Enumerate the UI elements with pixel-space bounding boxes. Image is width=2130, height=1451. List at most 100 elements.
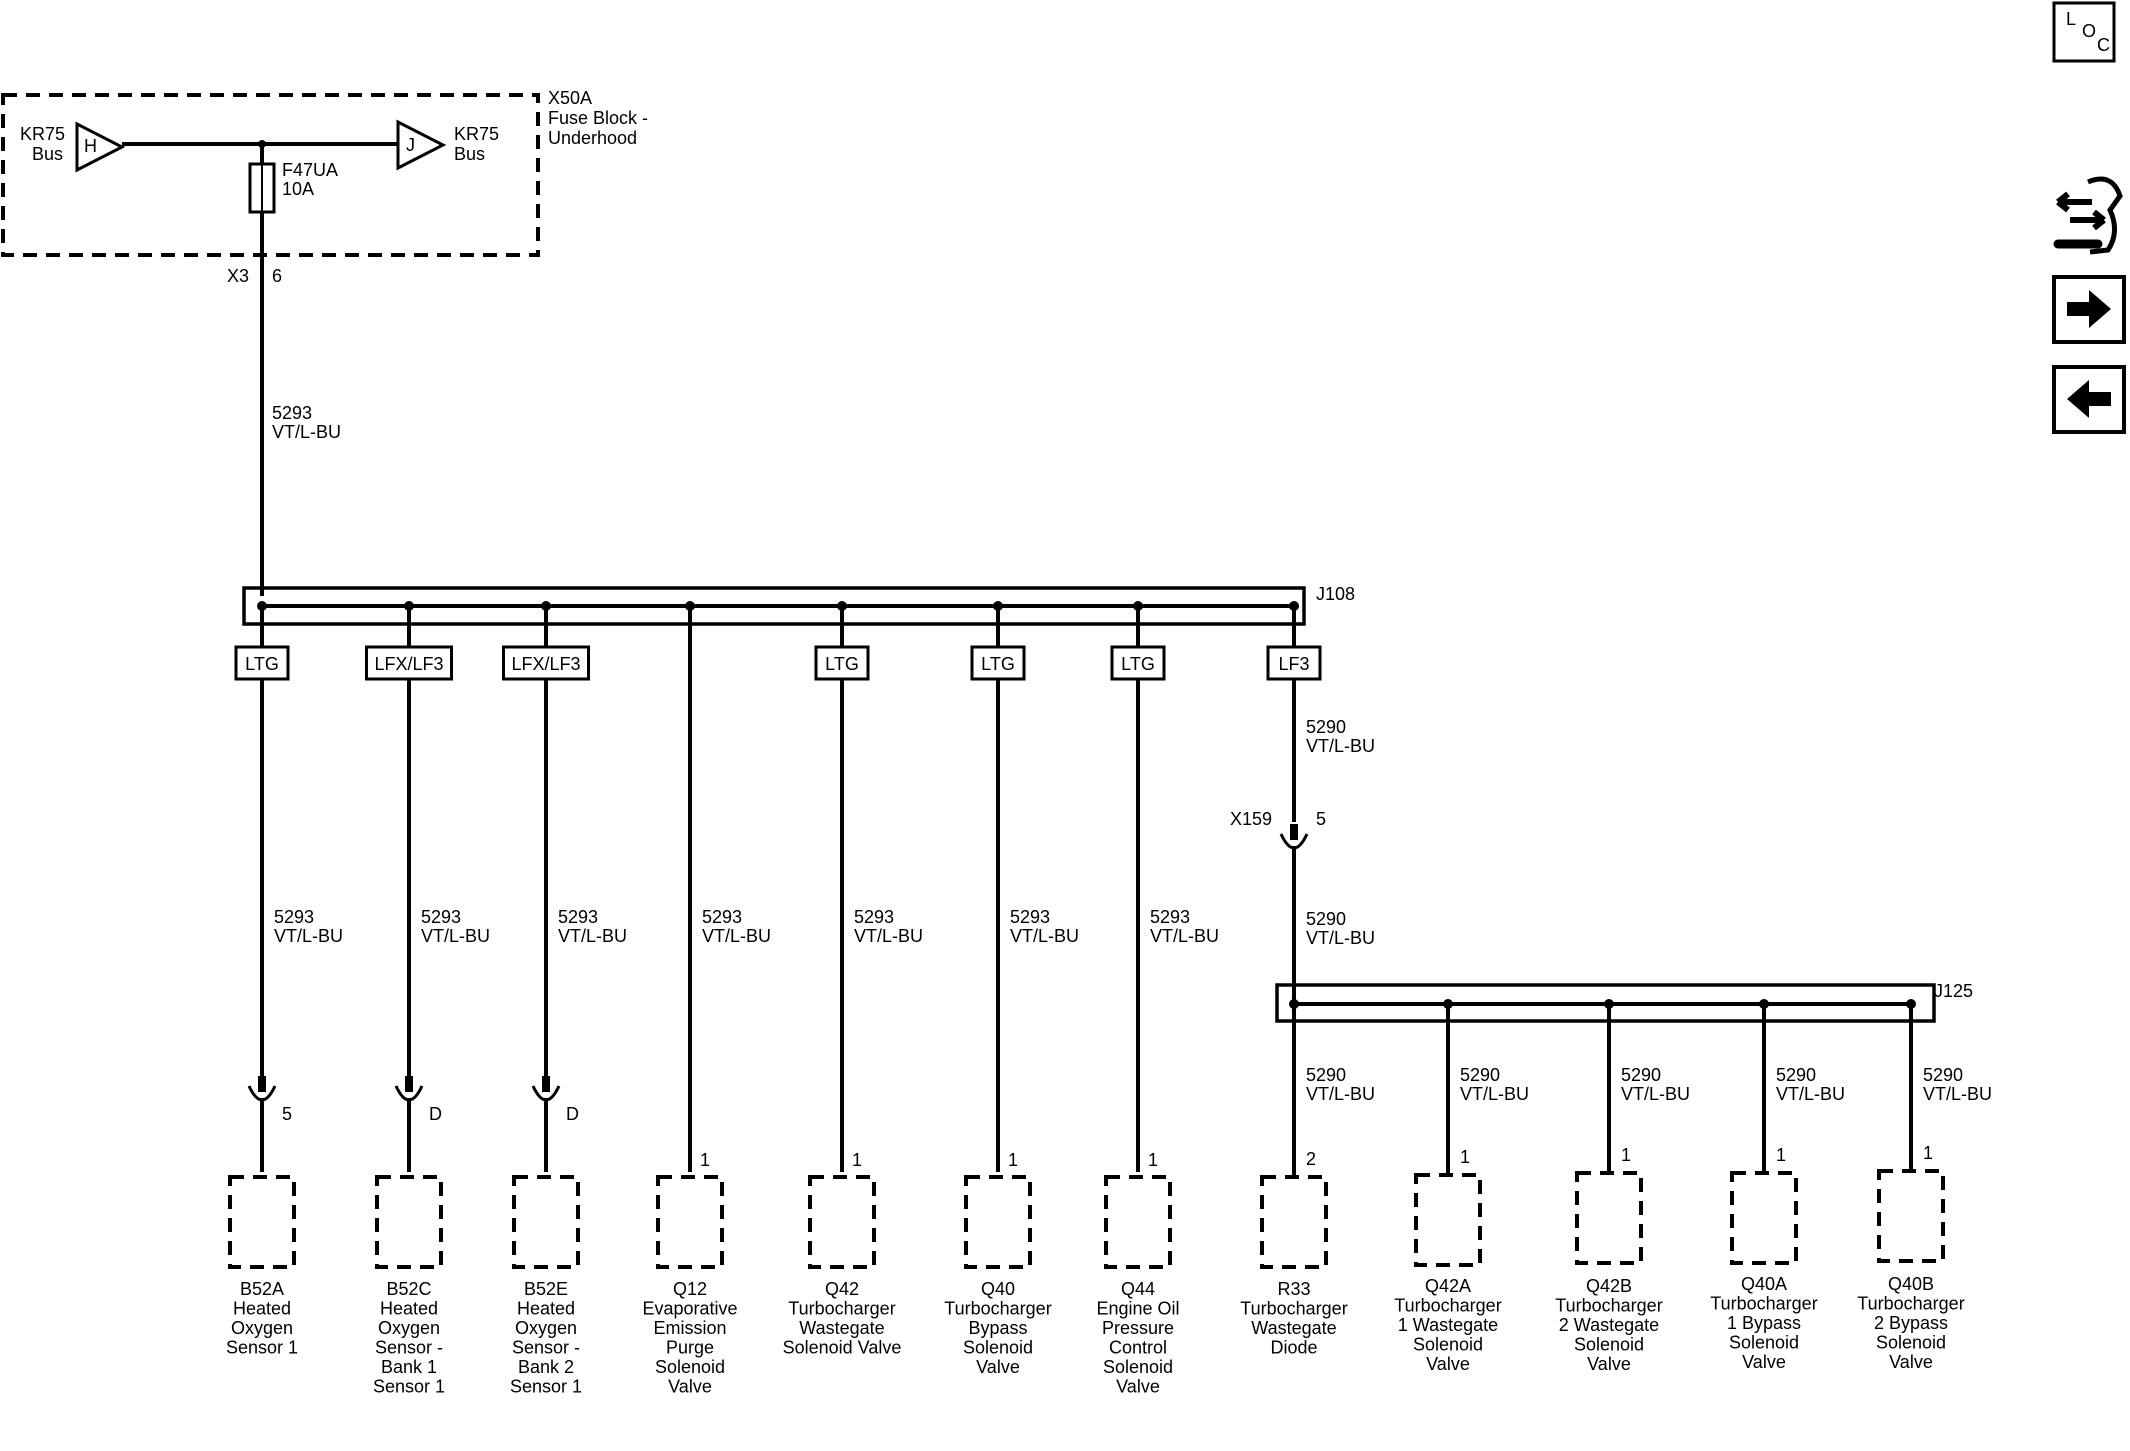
component-label-5-line-0: Q40	[981, 1279, 1015, 1299]
lf3-wire-color-4: VT/L-BU	[1923, 1084, 1992, 1104]
lf3-component-label-2-line-1: Turbocharger	[1555, 1296, 1662, 1316]
bus-right-connector: J KR75 Bus	[396, 119, 499, 171]
component-label-3-line-2: Emission	[653, 1318, 726, 1338]
lf3-bottom-circuit: 5290	[1306, 909, 1346, 929]
component-label-6-line-4: Solenoid	[1103, 1357, 1173, 1377]
arrow-left-icon	[2067, 380, 2111, 418]
wire-circuit-2: 5293	[558, 907, 598, 927]
previous-page-button[interactable]	[2052, 365, 2126, 434]
lf3-component-label-1-line-3: Solenoid	[1413, 1335, 1483, 1355]
lf3-component-3	[1730, 1171, 1798, 1265]
lf3-component-label-4-line-1: Turbocharger	[1857, 1294, 1964, 1314]
wire-circuit-1: 5293	[421, 907, 461, 927]
lf3-wire-circuit-0: 5290	[1306, 1065, 1346, 1085]
option-box-0: LTG	[234, 645, 290, 681]
component-label-3-line-5: Valve	[668, 1377, 712, 1397]
wire-color-3: VT/L-BU	[702, 926, 771, 946]
component-1	[375, 1175, 443, 1269]
lf3-component-2	[1575, 1171, 1643, 1265]
lf3-bottom-color: VT/L-BU	[1306, 928, 1375, 948]
lf3-component-label-1-line-2: 1 Wastegate	[1398, 1315, 1498, 1335]
component-label-3-line-1: Evaporative	[642, 1299, 737, 1319]
splice-j125: J125	[1275, 981, 1973, 1023]
main-wire-color: VT/L-BU	[272, 422, 341, 442]
option-box-lf3: LF3	[1266, 645, 1322, 681]
wire-color-6: VT/L-BU	[1150, 926, 1219, 946]
bus-left-label-2: Bus	[32, 144, 63, 164]
component-label-1-line-5: Sensor 1	[373, 1377, 445, 1397]
component-label-1-line-2: Oxygen	[378, 1318, 440, 1338]
service-info-icon[interactable]	[2053, 176, 2123, 255]
x159-connector	[1279, 824, 1309, 850]
branch-5: LTG5293VT/L-BU1Q40TurbochargerBypassSole…	[944, 601, 1079, 1377]
x3-pin-label: 6	[272, 266, 282, 286]
x159-label: X159	[1230, 809, 1272, 829]
lf3-wire-color-1: VT/L-BU	[1460, 1084, 1529, 1104]
wire-color-1: VT/L-BU	[421, 926, 490, 946]
option-box-1: LFX/LF3	[364, 645, 454, 681]
loc-letter-l: L	[2066, 9, 2076, 29]
lf3-wire-circuit-4: 5290	[1923, 1065, 1963, 1085]
pin-3: 1	[700, 1150, 710, 1170]
component-label-2-line-2: Oxygen	[515, 1318, 577, 1338]
option-box-5-label: LTG	[981, 654, 1015, 674]
component-label-0-line-1: Heated	[233, 1299, 291, 1319]
fuse-rating: 10A	[282, 179, 314, 199]
component-label-0-line-2: Oxygen	[231, 1318, 293, 1338]
component-label-3-line-0: Q12	[673, 1279, 707, 1299]
option-box-lf3-label: LF3	[1278, 654, 1309, 674]
bus-right-label-1: KR75	[454, 124, 499, 144]
inline-connector-0	[247, 1076, 277, 1102]
component-label-2-line-1: Heated	[517, 1299, 575, 1319]
component-label-6-line-0: Q44	[1121, 1279, 1155, 1299]
lf3-component-1	[1414, 1173, 1482, 1267]
lf3-wire-circuit-3: 5290	[1776, 1065, 1816, 1085]
bus-right-pin: J	[406, 135, 415, 155]
component-label-5-line-3: Solenoid	[963, 1338, 1033, 1358]
loc-letter-c: C	[2097, 35, 2110, 55]
lf3-component-label-3-line-4: Valve	[1742, 1352, 1786, 1372]
lf3-component-label-2-line-3: Solenoid	[1574, 1335, 1644, 1355]
lf3-wire-color-0: VT/L-BU	[1306, 1084, 1375, 1104]
lf3-component-label-0-line-3: Diode	[1270, 1338, 1317, 1358]
arrow-right-icon	[2067, 290, 2111, 328]
component-label-2-line-5: Sensor 1	[510, 1377, 582, 1397]
loc-button[interactable]: L O C	[2052, 1, 2116, 63]
fuse-block-desc-2: Underhood	[548, 128, 637, 148]
branch-4: LTG5293VT/L-BU1Q42TurbochargerWastegateS…	[783, 601, 923, 1358]
x3-connector-label: X3	[227, 266, 249, 286]
lf3-component-label-0-line-1: Turbocharger	[1240, 1299, 1347, 1319]
pin-6: 1	[1148, 1150, 1158, 1170]
option-box-4: LTG	[814, 645, 870, 681]
lf3-pin-1: 1	[1460, 1147, 1470, 1167]
lf3-component-label-1-line-1: Turbocharger	[1394, 1296, 1501, 1316]
option-box-2: LFX/LF3	[501, 645, 591, 681]
component-label-3-line-4: Solenoid	[655, 1357, 725, 1377]
splice-j108-label: J108	[1316, 584, 1355, 604]
wire-color-5: VT/L-BU	[1010, 926, 1079, 946]
lf3-component-0	[1260, 1175, 1328, 1269]
inline-connector-1	[394, 1076, 424, 1102]
loc-letter-o: O	[2082, 21, 2096, 41]
lf3-component-label-0-line-2: Wastegate	[1251, 1318, 1336, 1338]
option-box-6-label: LTG	[1121, 654, 1155, 674]
x159-pin: 5	[1316, 809, 1326, 829]
lf3-component-label-4-line-0: Q40B	[1888, 1274, 1934, 1294]
lf3-component-label-3-line-0: Q40A	[1741, 1274, 1787, 1294]
component-label-3-line-3: Purge	[666, 1338, 714, 1358]
wire-circuit-6: 5293	[1150, 907, 1190, 927]
component-6	[1104, 1175, 1172, 1269]
option-box-6: LTG	[1110, 645, 1166, 681]
next-page-button[interactable]	[2052, 275, 2126, 344]
component-label-1-line-0: B52C	[386, 1279, 431, 1299]
option-box-2-label: LFX/LF3	[511, 654, 580, 674]
option-box-0-label: LTG	[245, 654, 279, 674]
pin-0: 5	[282, 1104, 292, 1124]
pin-4: 1	[852, 1150, 862, 1170]
option-box-1-label: LFX/LF3	[374, 654, 443, 674]
bus-left-label-1: KR75	[20, 124, 65, 144]
